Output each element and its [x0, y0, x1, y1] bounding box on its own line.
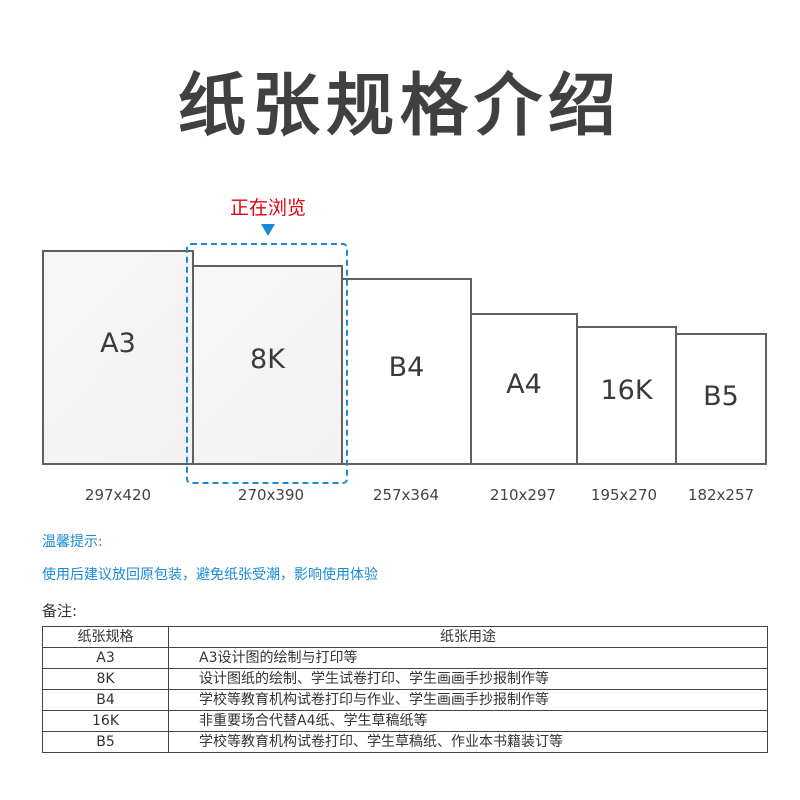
page-title: 纸张规格介绍	[177, 67, 622, 146]
table-row: 16K 非重要场合代替A4纸、学生草稿纸等	[42, 710, 768, 732]
paper-size-a3: 297x420	[84, 486, 152, 504]
paper-b5[interactable]: B5	[675, 333, 767, 465]
cell-usage: 设计图纸的绘制、学生试卷打印、学生画画手抄报制作等	[168, 668, 768, 690]
paper-size-b5: 182x257	[687, 486, 755, 504]
paper-label: 16K	[600, 375, 653, 406]
header-size: 纸张规格	[42, 626, 169, 648]
paper-a3[interactable]: A3	[42, 250, 194, 465]
cell-size: B5	[42, 731, 169, 753]
paper-label: A4	[506, 368, 542, 400]
paper-size-8k: 270x390	[237, 486, 305, 504]
cell-size: 16K	[42, 710, 169, 732]
paper-label: A3	[100, 328, 136, 359]
paper-size-b4: 257x364	[372, 486, 440, 504]
down-arrow-icon	[261, 224, 275, 236]
cell-size: B4	[42, 689, 169, 711]
table-row: B5 学校等教育机构试卷打印、学生草稿纸、作业本书籍装订等	[42, 731, 768, 753]
cell-usage: 学校等教育机构试卷打印、学生草稿纸、作业本书籍装订等	[168, 731, 768, 753]
paper-label: B4	[388, 352, 425, 383]
browsing-label: 正在浏览	[229, 197, 306, 219]
table-row: 8K 设计图纸的绘制、学生试卷打印、学生画画手抄报制作等	[42, 668, 768, 690]
paper-b4[interactable]: B4	[341, 278, 472, 465]
table-row: B4 学校等教育机构试卷打印与作业、学生画画手抄报制作等	[42, 689, 768, 711]
paper-usage-table: 纸张规格 纸张用途 A3 A3设计图的绘制与打印等 8K 设计图纸的绘制、学生试…	[42, 626, 768, 753]
table-row: A3 A3设计图的绘制与打印等	[42, 647, 768, 669]
paper-8k[interactable]: 8K	[192, 265, 343, 465]
table-header-row: 纸张规格 纸张用途	[42, 626, 768, 648]
cell-usage: 非重要场合代替A4纸、学生草稿纸等	[168, 710, 768, 732]
tip-body: 使用后建议放回原包装，避免纸张受潮，影响使用体验	[42, 567, 378, 583]
paper-a4[interactable]: A4	[470, 313, 578, 465]
header-usage: 纸张用途	[168, 626, 768, 648]
tip-title: 温馨提示:	[42, 534, 103, 550]
paper-size-a4: 210x297	[489, 486, 557, 504]
paper-label: 8K	[250, 343, 285, 375]
paper-16k[interactable]: 16K	[576, 326, 677, 465]
paper-size-16k: 195x270	[590, 486, 658, 504]
cell-size: A3	[42, 647, 169, 669]
selection-highlight	[186, 243, 348, 484]
paper-label: B5	[703, 380, 739, 412]
cell-size: 8K	[42, 668, 169, 690]
cell-usage: A3设计图的绘制与打印等	[168, 647, 768, 669]
cell-usage: 学校等教育机构试卷打印与作业、学生画画手抄报制作等	[168, 689, 768, 711]
note-label: 备注:	[42, 602, 78, 620]
